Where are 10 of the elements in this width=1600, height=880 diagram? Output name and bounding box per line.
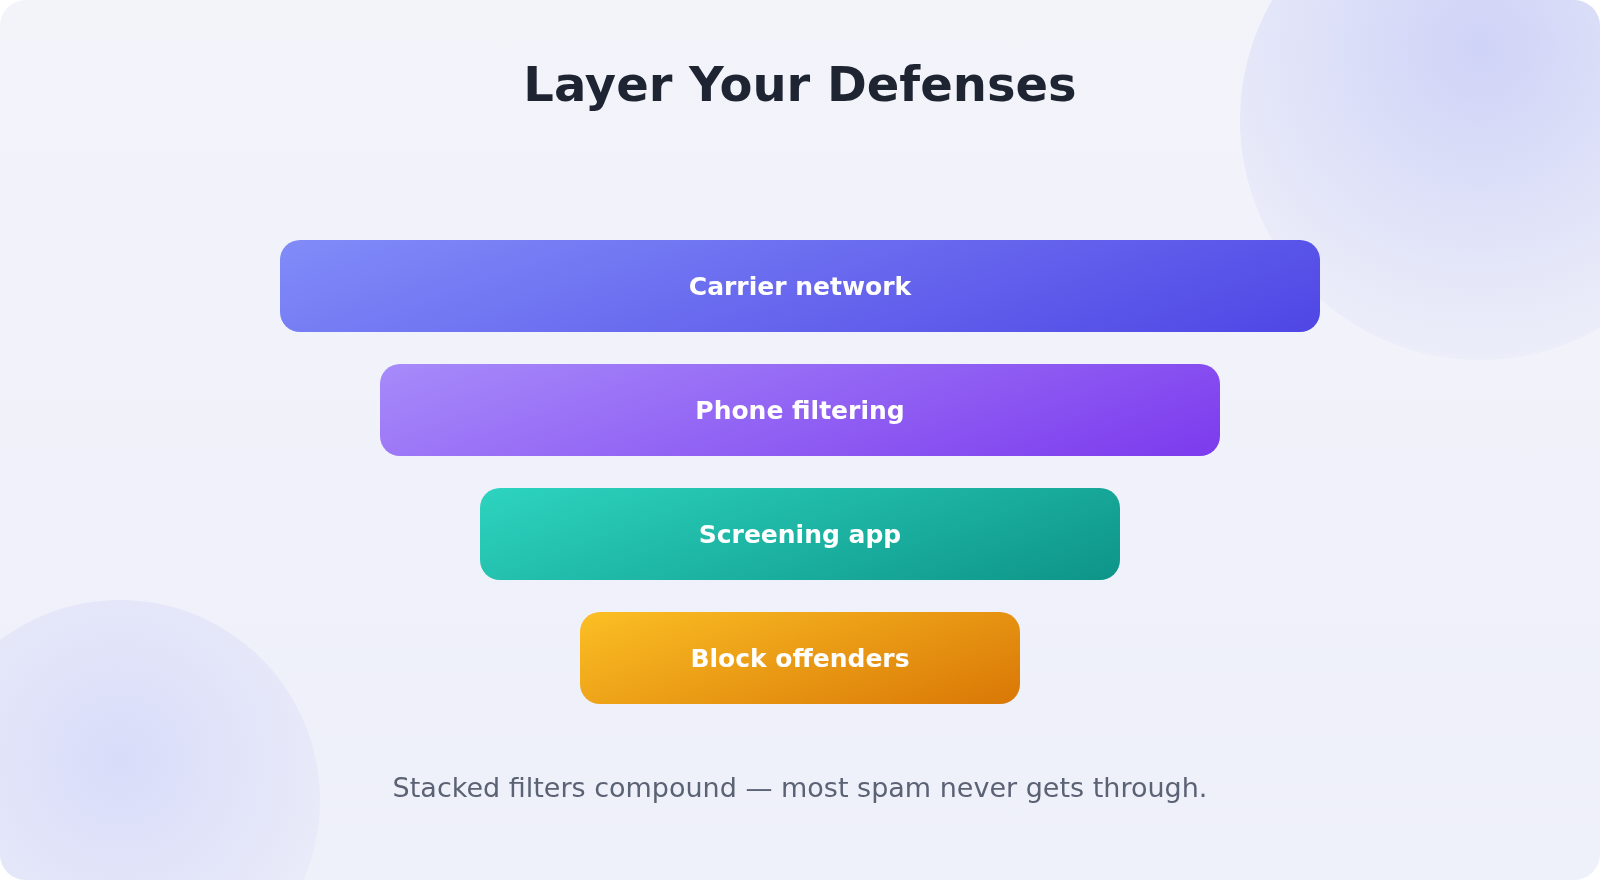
- title: Layer Your Defenses: [522, 56, 1078, 112]
- funnel-layer-bar: [480, 488, 1120, 580]
- funnel-layer-bar: [380, 364, 1220, 456]
- caption: Stacked filters compound — most spam never gets through.: [391, 772, 1209, 803]
- layer-label: Phone filtering: [695, 395, 905, 425]
- layer-label: Carrier network: [688, 271, 912, 301]
- layer-label: Screening app: [698, 519, 902, 549]
- layer-label: Block offenders: [690, 643, 910, 673]
- funnel-layer-bar: [280, 240, 1320, 332]
- funnel-layer-bar: [580, 612, 1020, 704]
